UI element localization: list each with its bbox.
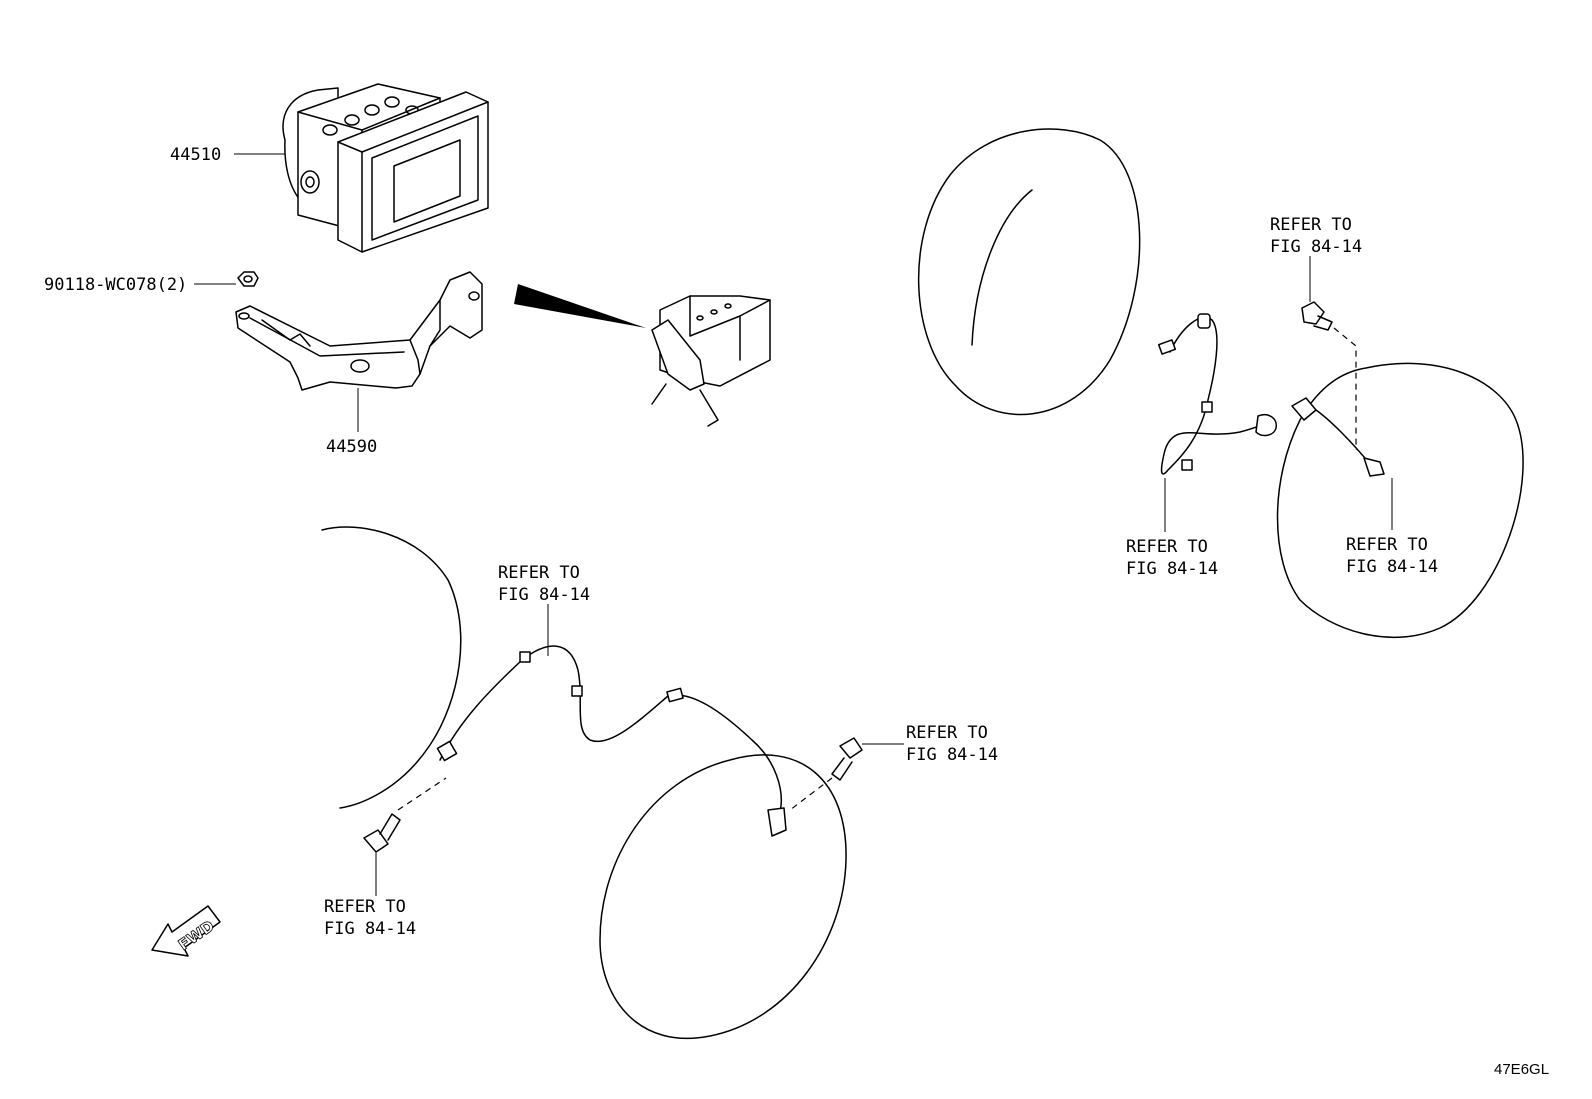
svg-text:REFER TO: REFER TO: [906, 723, 988, 743]
svg-text:FIG 84-14: FIG 84-14: [498, 585, 590, 605]
sensor-bolt-front[interactable]: [1301, 301, 1333, 331]
refer-label-6[interactable]: REFER TO FIG 84-14: [324, 897, 416, 939]
flange-nut[interactable]: [237, 271, 259, 287]
part-number-90118[interactable]: 90118-WC078(2): [44, 275, 187, 295]
svg-text:FIG 84-14: FIG 84-14: [1126, 559, 1218, 579]
svg-text:REFER TO: REFER TO: [498, 563, 580, 583]
refer-label-4[interactable]: REFER TO FIG 84-14: [1126, 537, 1218, 579]
location-inset: [651, 295, 771, 427]
front-speed-sensor-harness[interactable]: [1157, 313, 1385, 477]
fwd-arrow-icon: FWD: [151, 905, 221, 957]
svg-text:REFER TO: REFER TO: [1346, 535, 1428, 555]
bolt-axis-rear-left: [397, 777, 447, 811]
bolt-axis-front: [1333, 327, 1357, 450]
abs-actuator[interactable]: [282, 83, 489, 253]
refer-label-5[interactable]: REFER TO FIG 84-14: [1346, 535, 1438, 577]
svg-text:FIG 84-14: FIG 84-14: [906, 745, 998, 765]
sensor-bolt-rear-right[interactable]: [831, 737, 863, 781]
diagram-code: 47E6GL: [1494, 1061, 1549, 1078]
svg-text:REFER TO: REFER TO: [1126, 537, 1208, 557]
location-pointer: [514, 284, 646, 328]
left-tire: [321, 526, 462, 809]
svg-text:FIG 84-14: FIG 84-14: [324, 919, 416, 939]
rear-tire: [1276, 362, 1524, 639]
svg-text:REFER TO: REFER TO: [1270, 215, 1352, 235]
rear-speed-sensor-harness[interactable]: [436, 645, 787, 837]
refer-label-1[interactable]: REFER TO FIG 84-14: [498, 563, 590, 605]
part-number-44510[interactable]: 44510: [170, 145, 221, 165]
front-tire: [918, 128, 1141, 416]
part-number-44590[interactable]: 44590: [326, 437, 377, 457]
svg-text:FIG 84-14: FIG 84-14: [1346, 557, 1438, 577]
svg-text:REFER TO: REFER TO: [324, 897, 406, 917]
bolt-axis-rear-right: [789, 777, 833, 811]
rear-left-tire: [599, 754, 847, 1039]
svg-text:FIG 84-14: FIG 84-14: [1270, 237, 1362, 257]
actuator-bracket[interactable]: [235, 271, 483, 391]
refer-label-2[interactable]: REFER TO FIG 84-14: [906, 723, 998, 765]
sensor-bolt-rear-left[interactable]: [363, 813, 401, 853]
refer-label-3[interactable]: REFER TO FIG 84-14: [1270, 215, 1362, 257]
